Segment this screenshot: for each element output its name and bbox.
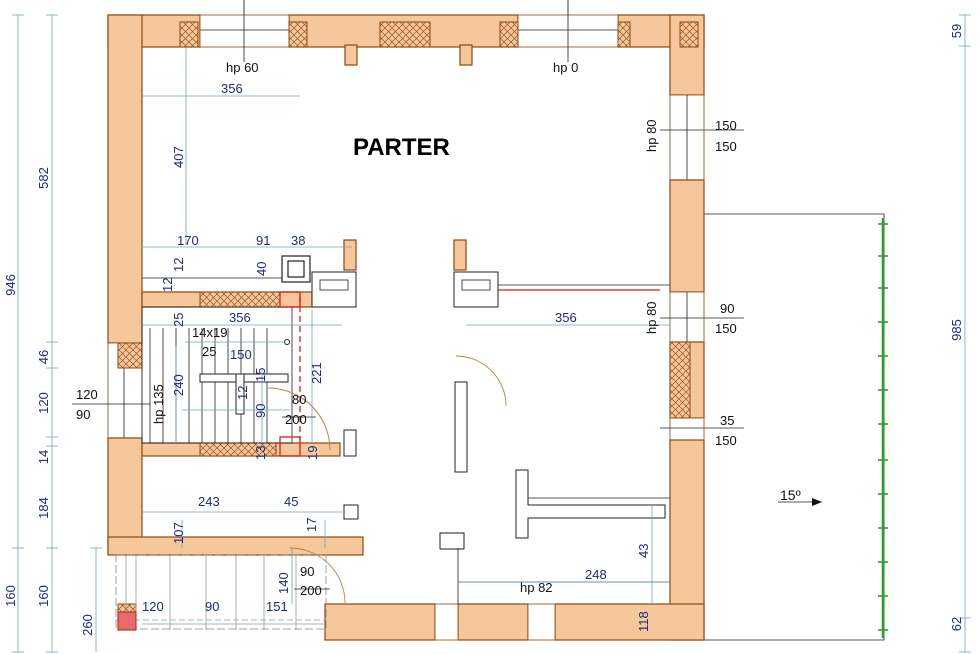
dim-17: 17 [304, 518, 319, 532]
level-hp60: hp 60 [226, 60, 259, 75]
dim-107: 107 [171, 522, 186, 544]
dim-407: 407 [171, 146, 186, 168]
window-right-150-c: 150 [715, 321, 737, 336]
dim-15: 15 [253, 368, 268, 382]
dim-45: 45 [284, 494, 298, 509]
dim-12-b: 12 [160, 278, 175, 292]
dim-946: 946 [3, 274, 18, 296]
dim-150: 150 [230, 347, 252, 362]
dim-248: 248 [585, 567, 607, 582]
dim-38: 38 [291, 233, 305, 248]
dim-25-a: 25 [171, 313, 186, 327]
window-right-150-b: 150 [715, 139, 737, 154]
level-hp82: hp 82 [520, 580, 553, 595]
dim-170: 170 [177, 233, 199, 248]
dim-140: 140 [276, 572, 291, 594]
dim-184: 184 [36, 497, 51, 519]
dim-243: 243 [198, 494, 220, 509]
dim-19: 19 [305, 446, 320, 460]
dim-90-bottom: 90 [205, 599, 219, 614]
dim-160-inner: 160 [36, 585, 51, 607]
dim-120: 120 [36, 392, 51, 414]
door-200: 200 [300, 583, 322, 598]
dim-118: 118 [636, 611, 651, 632]
dim-43: 43 [636, 544, 651, 558]
door-swings [289, 355, 507, 604]
left-dimension-chains [12, 14, 102, 653]
dim-240: 240 [171, 374, 186, 396]
dim-25-b: 25 [202, 344, 216, 359]
outer-walls [107, 14, 705, 641]
dim-985: 985 [949, 319, 964, 341]
dim-14x19: 14x19 [192, 325, 227, 340]
dim-90-v: 90 [253, 404, 268, 418]
roof-angle: 15º [780, 487, 801, 503]
dim-14: 14 [36, 450, 51, 464]
dim-13: 13 [253, 446, 268, 460]
window-right-150-a: 150 [715, 118, 737, 133]
window-right-150-d: 150 [715, 433, 737, 448]
window-120: 120 [76, 387, 98, 402]
dim-260: 260 [80, 614, 95, 636]
window-90: 90 [76, 407, 90, 422]
entrance-steps [115, 554, 327, 631]
interior-walls [141, 239, 670, 604]
dim-221: 221 [309, 362, 324, 384]
dim-12-c: 12 [235, 386, 250, 400]
level-hp80-upper: hp 80 [644, 119, 659, 152]
level-hp0: hp 0 [553, 60, 578, 75]
dim-356-stair: 356 [229, 310, 251, 325]
dim-40: 40 [254, 262, 269, 276]
dim-80: 80 [292, 392, 306, 407]
plan-title: PARTER [353, 134, 450, 161]
dim-582: 582 [36, 167, 51, 189]
dim-91: 91 [256, 233, 270, 248]
dim-59: 59 [949, 24, 964, 38]
dim-200-a: 200 [285, 412, 307, 427]
door-90: 90 [300, 564, 314, 579]
level-hp135: hp 135 [151, 384, 166, 424]
window-right-35: 35 [720, 413, 734, 428]
dim-160-outer: 160 [3, 585, 18, 607]
terrace [703, 213, 888, 641]
dim-356-room: 356 [555, 310, 577, 325]
dim-62: 62 [949, 617, 964, 631]
right-dimension-chain [959, 14, 971, 653]
level-hp80-lower: hp 80 [644, 301, 659, 334]
dim-12-a: 12 [171, 258, 186, 272]
dim-356-top: 356 [221, 81, 243, 96]
interior-dimension-lines [72, 0, 744, 625]
dim-46: 46 [36, 350, 51, 364]
window-right-90: 90 [720, 301, 734, 316]
dim-120-bottom: 120 [142, 599, 164, 614]
dim-151-bottom: 151 [266, 599, 288, 614]
